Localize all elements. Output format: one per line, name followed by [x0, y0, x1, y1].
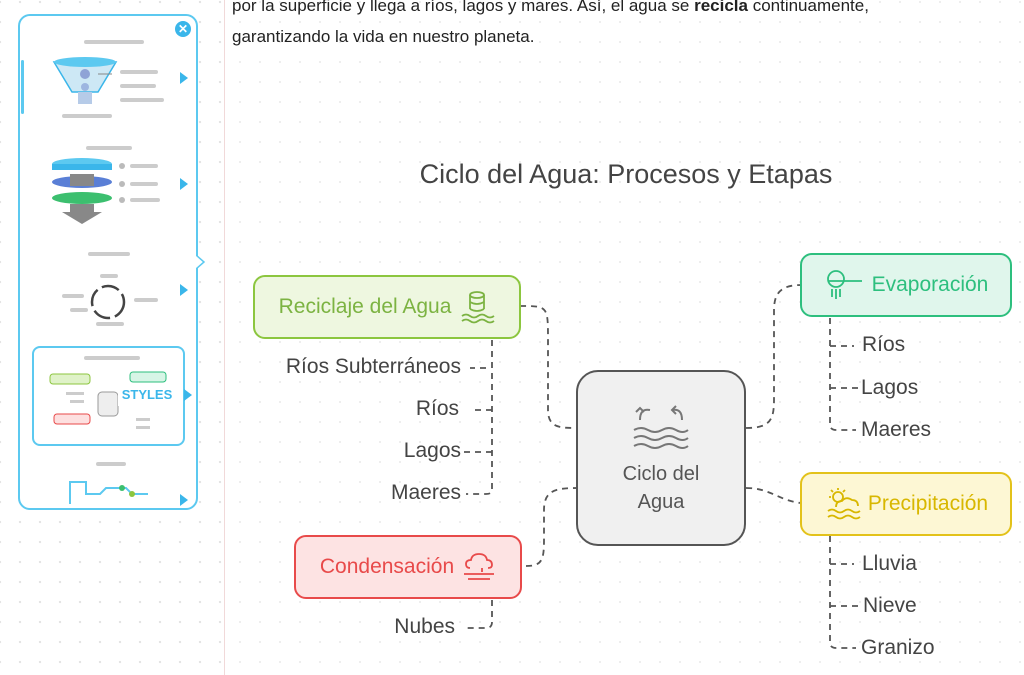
node-label: Evaporación: [871, 273, 989, 296]
node-reciclaje-del-agua[interactable]: Reciclaje del Agua: [253, 275, 521, 339]
database-water-icon: [461, 291, 495, 324]
thumbnail-cycle-style[interactable]: [56, 250, 206, 350]
panel-scroll-indicator[interactable]: [21, 60, 24, 114]
leaf-rios-subterraneos[interactable]: Ríos Subterráneos: [285, 355, 461, 378]
center-label-line: Ciclo del: [622, 463, 700, 485]
leaf-maeres[interactable]: Maeres: [861, 418, 932, 441]
node-ciclo-del-agua[interactable]: [576, 370, 746, 546]
center-label-line: Agua: [637, 491, 685, 513]
leaf-maeres[interactable]: Maeres: [390, 481, 461, 504]
thumbnail-arrow-icon[interactable]: [180, 494, 188, 506]
leaf-rios[interactable]: Ríos: [862, 333, 906, 356]
close-icon[interactable]: ✕: [175, 21, 191, 37]
node-precipitacion[interactable]: Precipitación: [800, 472, 1012, 536]
paragraph-text: garantizando la vida en nuestro planeta.: [232, 27, 535, 46]
thumbnail-layered-funnel-style[interactable]: [48, 144, 198, 244]
thumbnail-arrow-icon[interactable]: [180, 284, 188, 296]
panel-pointer: [196, 255, 206, 269]
steam-icon: [826, 270, 862, 299]
leaf-nubes[interactable]: Nubes: [394, 615, 455, 638]
node-label: Reciclaje del Agua: [278, 295, 452, 318]
leaf-nieve[interactable]: Nieve: [863, 594, 917, 617]
paragraph-bold-text: recicla: [694, 0, 748, 15]
styles-label[interactable]: STYLES: [118, 384, 176, 406]
node-label: Precipitación: [867, 492, 989, 515]
node-evaporacion[interactable]: Evaporación: [800, 253, 1012, 317]
paragraph-text: continuamente,: [747, 0, 869, 15]
leaf-rios[interactable]: Ríos: [415, 397, 459, 420]
center-label: Ciclo del Agua: [576, 460, 746, 516]
node-condensacion[interactable]: Condensación: [294, 535, 522, 599]
water-cycle-icon: [633, 405, 689, 449]
thumbnail-timeline-style[interactable]: [56, 460, 206, 560]
node-label: Condensación: [319, 555, 455, 578]
thumbnail-arrow-icon[interactable]: [180, 178, 188, 190]
thumbnail-arrow-icon[interactable]: [180, 72, 188, 84]
mindmap-thumbnail-graphic: [49, 356, 167, 429]
leaf-lagos[interactable]: Lagos: [403, 439, 461, 462]
cloud-fog-icon: [464, 553, 495, 580]
thumbnail-funnel-style[interactable]: [48, 36, 198, 136]
document-paragraph: por la superficie y llega a ríos, lagos …: [232, 0, 992, 52]
sun-cloud-water-icon: [827, 488, 861, 520]
leaf-lluvia[interactable]: Lluvia: [862, 552, 917, 575]
leaf-granizo[interactable]: Granizo: [861, 636, 935, 659]
styles-arrow-icon[interactable]: [184, 389, 192, 401]
paragraph-text: por la superficie y llega a ríos, lagos …: [232, 0, 695, 15]
diagram-title: Ciclo del Agua: Procesos y Etapas: [419, 159, 833, 189]
document-divider: [224, 0, 225, 675]
leaf-lagos[interactable]: Lagos: [861, 376, 919, 399]
